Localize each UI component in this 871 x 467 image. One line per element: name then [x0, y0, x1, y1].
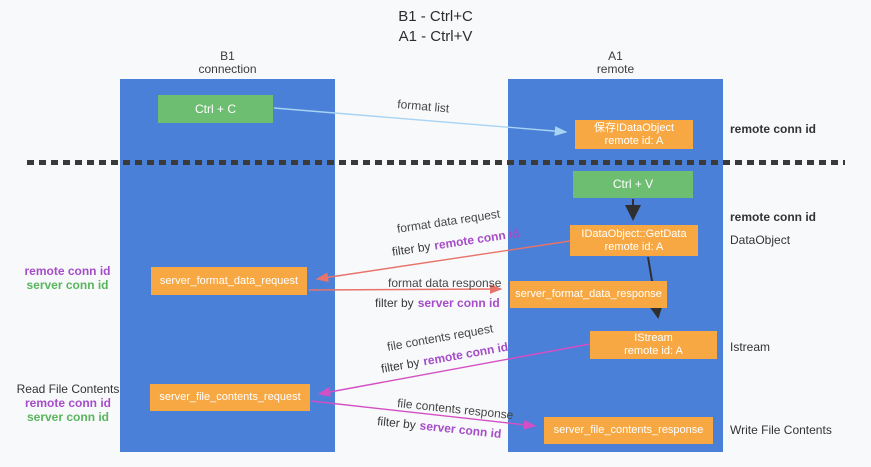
- node-save-idataobject-line2: remote id: A: [604, 134, 664, 147]
- node-ctrl-v: Ctrl + V: [573, 171, 693, 198]
- arrow-format-list: [273, 107, 568, 136]
- arrow-file-contents-response: [310, 400, 537, 430]
- title-line-2: A1 - Ctrl+V: [398, 28, 473, 45]
- label-format-data-response: format data response: [388, 276, 502, 290]
- label-read-file-contents: Read File Contents: [16, 382, 120, 396]
- node-istream: IStream remote id: A: [590, 331, 717, 359]
- label-remote-conn-id-top-right: remote conn id: [730, 122, 817, 136]
- node-server-format-data-request: server_format_data_request: [151, 267, 307, 295]
- lane-b1-role: connection: [198, 62, 257, 76]
- label-server-conn-id-left2: server conn id: [26, 410, 110, 424]
- left-read-file-group: Read File Contents remote conn id server…: [12, 382, 124, 424]
- node-save-idataobject: 保存IDataObject remote id: A: [575, 120, 693, 149]
- lane-a1-name: A1: [608, 49, 623, 63]
- title-line-1: B1 - Ctrl+C: [398, 8, 473, 25]
- label-remote-conn-id-left: remote conn id: [24, 264, 111, 278]
- label-server-conn-id-left: server conn id: [26, 278, 109, 292]
- label-write-file-contents: Write File Contents: [730, 423, 832, 437]
- arrow-format-data-request: [315, 240, 571, 283]
- label-remote-conn-id-left2: remote conn id: [24, 396, 111, 410]
- node-istream-line2: remote id: A: [624, 345, 683, 357]
- dashed-divider-line: [27, 160, 845, 165]
- node-istream-line1: IStream: [634, 332, 673, 344]
- node-getdata-line1: IDataObject::GetData: [581, 227, 687, 240]
- server-conn-id-text: server conn id: [417, 296, 500, 310]
- node-idataobject-getdata: IDataObject::GetData remote id: A: [570, 225, 698, 256]
- label-istream: Istream: [730, 340, 771, 354]
- node-getdata-line2: remote id: A: [604, 240, 664, 253]
- arrow-format-data-response: [308, 284, 503, 294]
- arrow-file-contents-request: [317, 343, 591, 397]
- lane-a1-role: remote: [596, 62, 635, 76]
- left-conn-id-group: remote conn id server conn id: [15, 264, 120, 292]
- node-server-file-contents-response: server_file_contents_response: [544, 417, 713, 444]
- node-ctrl-c: Ctrl + C: [158, 95, 273, 123]
- label-dataobject: DataObject: [730, 233, 791, 247]
- node-server-file-contents-request: server_file_contents_request: [150, 384, 310, 411]
- filter-by-text: filter by: [375, 296, 414, 310]
- lane-header-a1: A1 remote: [508, 50, 723, 76]
- node-save-idataobject-line1: 保存IDataObject: [593, 121, 675, 134]
- node-server-format-data-response: server_format_data_response: [510, 281, 667, 308]
- label-remote-conn-id-mid-right: remote conn id: [730, 210, 817, 224]
- lane-header-b1: B1 connection: [120, 50, 335, 76]
- diagram-title: B1 - Ctrl+C A1 - Ctrl+V: [0, 7, 871, 47]
- lane-b1-name: B1: [220, 49, 235, 63]
